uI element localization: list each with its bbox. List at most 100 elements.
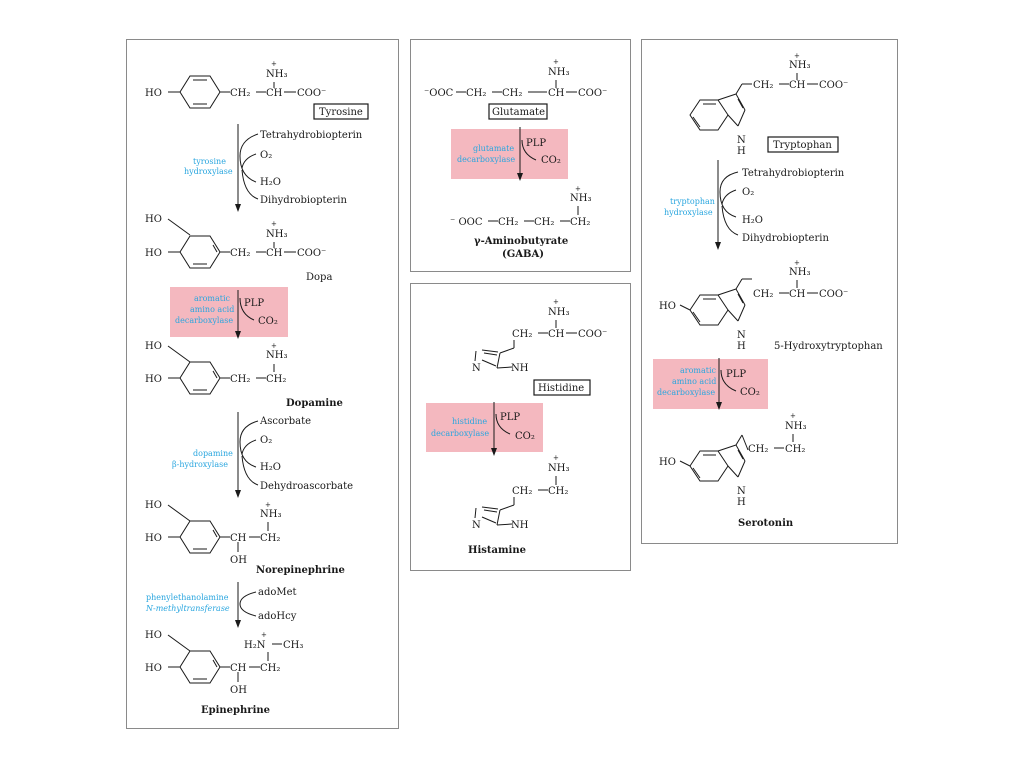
cosubstrate-label: Ascorbate [259, 416, 311, 427]
indole-hydrogen-label: H [737, 146, 746, 157]
enzyme-name-line1: dopamine [193, 449, 233, 458]
cosubstrate-label: Tetrahydrobiopterin [260, 130, 363, 141]
cosubstrate-label: Tetrahydrobiopterin [742, 168, 845, 179]
byproduct-label: adoHcy [258, 611, 297, 622]
tryptophan-label: Tryptophan [773, 140, 832, 151]
carboxylate-label: COO⁻ [819, 80, 848, 91]
hydroxyl-label: HO [145, 341, 162, 352]
co2-label: CO₂ [515, 431, 535, 442]
indole-nitrogen-label: N [737, 330, 746, 341]
byproduct-label: Dihydrobiopterin [742, 233, 829, 244]
hydroxyl-label: HO [145, 374, 162, 385]
plus-charge: + [271, 60, 277, 68]
ch2-label: CH₂ [230, 374, 250, 385]
hydroxyl-label: HO [145, 630, 162, 641]
plus-charge: + [271, 342, 277, 350]
ch2-label: CH₂ [512, 329, 532, 340]
enzyme-name-line1: phenylethanolamine [146, 593, 229, 602]
hydroxyl-label: HO [659, 457, 676, 468]
ch-label: CH [789, 289, 806, 300]
water-label: H₂O [260, 177, 281, 188]
carboxylate-label: COO⁻ [297, 88, 326, 99]
ch-label: CH [230, 533, 247, 544]
indole-nitrogen-label: N [737, 135, 746, 146]
amino-label: NH₃ [570, 193, 591, 204]
carboxylate-label: ⁻ OOC [450, 217, 483, 228]
ch2-label: CH₂ [230, 248, 250, 259]
ch2-label: CH₂ [570, 217, 590, 228]
hydroxyl-label: HO [145, 500, 162, 511]
glutamate-structure: ⁻OOC CH₂ CH₂ CH COO⁻ NH₃ + Glutamate [424, 58, 607, 120]
ch-label: CH [789, 80, 806, 91]
carboxylate-label: COO⁻ [297, 248, 326, 259]
hydroxyl-label: HO [145, 533, 162, 544]
dopamine-label: Dopamine [286, 398, 343, 409]
epinephrine-structure: HO HO CH CH₂ H₂N + CH₃ OH Epinephrine [145, 630, 303, 716]
carboxylate-label: COO⁻ [578, 329, 607, 340]
plus-charge: + [553, 454, 559, 462]
ch-label: CH [548, 88, 565, 99]
ch2-label: CH₂ [785, 444, 805, 455]
ch2-label: CH₂ [512, 486, 532, 497]
carboxylate-label: COO⁻ [578, 88, 607, 99]
hydroxytryptophan-structure: HO N H CH₂ CH COO⁻ NH₃ + 5-Hydroxytrypto… [659, 259, 883, 352]
norepinephrine-label: Norepinephrine [256, 565, 345, 576]
enzyme-name-line1: histidine [452, 417, 487, 426]
hydroxyl-label: HO [659, 301, 676, 312]
tyrosine-structure: HO CH₂ CH COO⁻ NH₃ + Tyrosine [145, 60, 369, 120]
enzyme-name-line2: N-methyltransferase [145, 604, 230, 613]
carboxylate-label: ⁻OOC [424, 88, 454, 99]
oxygen-label: O₂ [260, 435, 272, 446]
dopamine-structure: HO HO CH₂ CH₂ NH₃ + Dopamine [145, 341, 343, 409]
ch2-label: CH₂ [260, 663, 280, 674]
hydroxyl-label: OH [230, 685, 247, 696]
cofactor-label: PLP [526, 138, 546, 149]
water-label: H₂O [260, 462, 281, 473]
amino-label: NH₃ [266, 350, 287, 361]
glutamate-decarboxylase-step: glutamate decarboxylase PLP CO₂ [451, 127, 568, 181]
plus-charge: + [575, 185, 581, 193]
ch2-label: CH₂ [498, 217, 518, 228]
plus-charge: + [271, 220, 277, 228]
dopa-label: Dopa [306, 272, 332, 283]
oxygen-label: O₂ [260, 150, 272, 161]
ring-nh-label: NH [511, 520, 529, 531]
cofactor-label: PLP [500, 412, 520, 423]
plus-charge: + [794, 52, 800, 60]
enzyme-name-line3: decarboxylase [175, 316, 233, 325]
co2-label: CO₂ [541, 155, 561, 166]
hydroxyl-label: HO [145, 248, 162, 259]
histamine-structure: N NH CH₂ CH₂ NH₃ + Histamine [468, 454, 569, 556]
amino-label: NH₃ [266, 69, 287, 80]
ch-label: CH [548, 329, 565, 340]
ch2-label: CH₂ [260, 533, 280, 544]
histamine-label: Histamine [468, 545, 526, 556]
plus-charge: + [553, 58, 559, 66]
dopamine-hydroxylase-step: dopamine β-hydroxylase Ascorbate O₂ H₂O … [172, 412, 353, 498]
ch2-label: CH₂ [753, 80, 773, 91]
enzyme-name-line2: hydroxylase [184, 167, 233, 176]
aromatic-decarboxylase-step: aromatic amino acid decarboxylase PLP CO… [170, 287, 288, 339]
ring-nh-label: NH [511, 363, 529, 374]
methylamino-label: H₂N [244, 640, 266, 651]
ch-label: CH [266, 248, 283, 259]
ch-label: CH [266, 88, 283, 99]
aromatic-decarboxylase-step: aromatic amino acid decarboxylase PLP CO… [653, 358, 768, 410]
byproduct-label: Dehydroascorbate [260, 481, 353, 492]
ch2-label: CH₂ [548, 486, 568, 497]
ring-nitrogen-label: N [472, 520, 481, 531]
ch2-label: CH₂ [753, 289, 773, 300]
histidine-structure: N NH CH₂ CH COO⁻ NH₃ + Histidine [472, 298, 607, 396]
ch2-label: CH₂ [502, 88, 522, 99]
amino-label: NH₃ [260, 509, 281, 520]
amino-label: NH₃ [548, 307, 569, 318]
tryptophan-pathway-panel [641, 39, 898, 544]
amino-label: NH₃ [266, 229, 287, 240]
histidine-label: Histidine [538, 383, 584, 394]
ch2-label: CH₂ [230, 88, 250, 99]
tyrosine-hydroxylase-step: tyrosine hydroxylase Tetrahydrobiopterin… [184, 124, 363, 212]
